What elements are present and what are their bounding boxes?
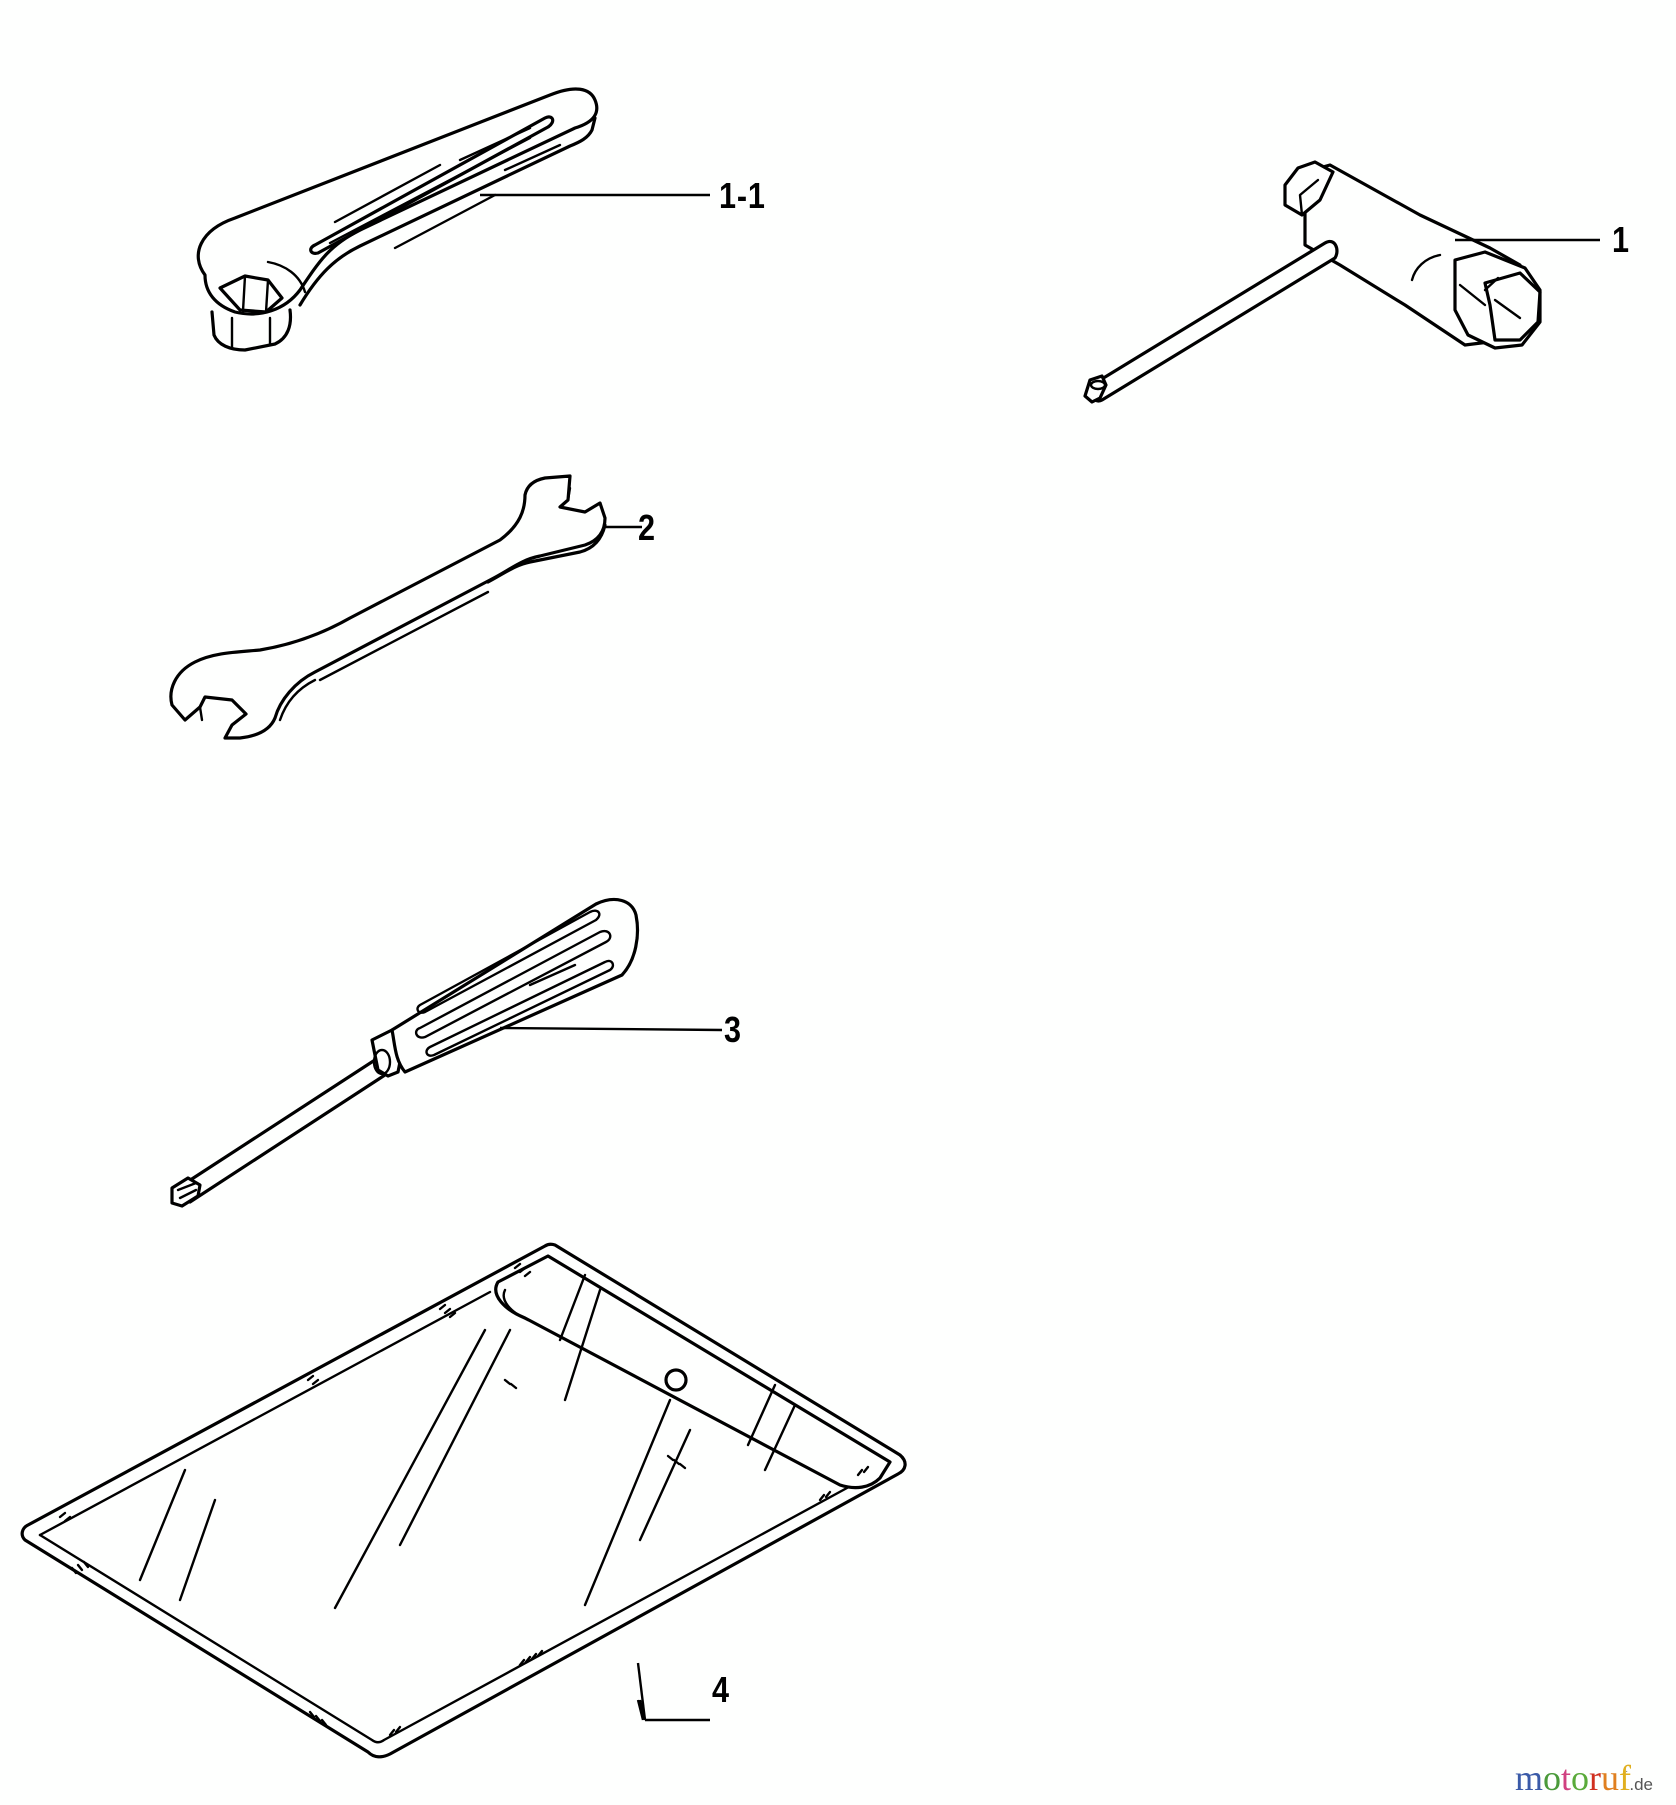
watermark-letter: u xyxy=(1601,1758,1620,1798)
part-label-1: 1 xyxy=(1612,219,1630,260)
leader-line-4-riser xyxy=(636,1662,647,1721)
open-end-wrench-drawing xyxy=(169,474,607,740)
watermark-letter: r xyxy=(1589,1758,1602,1798)
watermark-letter: m xyxy=(1515,1758,1544,1798)
ring-spanner-drawing xyxy=(196,87,599,352)
watermark-dot-mark: ˙ xyxy=(1625,1770,1629,1781)
leader-line-3 xyxy=(499,1026,723,1032)
watermark-logo: motoruf˙.de xyxy=(1515,1758,1653,1805)
t-socket-wrench-drawing xyxy=(1083,160,1542,404)
part-label-1-1: 1-1 xyxy=(719,175,766,216)
leader-line-4 xyxy=(636,1699,710,1722)
part-label-2: 2 xyxy=(638,507,656,548)
watermark-tld: .de xyxy=(1629,1775,1654,1794)
screwdriver-drawing xyxy=(170,897,640,1208)
watermark-letter: o xyxy=(1543,1758,1562,1798)
tool-pouch-drawing xyxy=(20,1242,907,1759)
watermark-letter: f xyxy=(1619,1758,1632,1798)
watermark-letter: o xyxy=(1571,1758,1590,1798)
part-label-4: 4 xyxy=(712,1669,730,1710)
part-label-3: 3 xyxy=(724,1009,742,1050)
watermark-letter: t xyxy=(1561,1758,1572,1798)
